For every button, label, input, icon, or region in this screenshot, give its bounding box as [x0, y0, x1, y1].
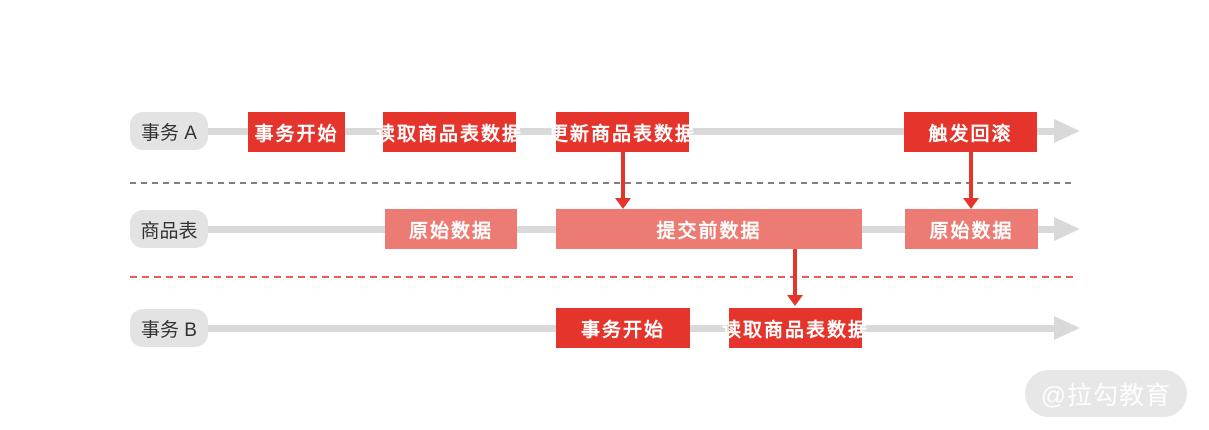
lane-label-product-table: 商品表 [130, 210, 208, 248]
timeline-product-table-arrowhead-icon [1054, 217, 1080, 241]
event-box-txa-read: 读取商品表数据 [376, 112, 521, 152]
arrow-update-to-precommit-head-icon [615, 198, 631, 209]
event-box-txb-read: 读取商品表数据 [722, 308, 867, 348]
event-box-txa-begin: 事务开始 [248, 112, 345, 152]
lane-label-transaction-b: 事务 B [130, 309, 208, 347]
arrow-precommit-to-txb-read-head-icon [787, 295, 803, 306]
timeline-transaction-a-arrowhead-icon [1054, 119, 1080, 143]
event-box-txb-begin: 事务开始 [556, 308, 690, 348]
divider-dashed-red [130, 276, 1075, 278]
arrow-rollback-to-original [969, 152, 973, 198]
arrow-rollback-to-original-head-icon [963, 198, 979, 209]
watermark-badge: @拉勾教育 [1025, 370, 1187, 417]
event-box-txa-rollback: 触发回滚 [904, 112, 1037, 152]
event-box-txa-update: 更新商品表数据 [549, 112, 694, 152]
arrow-precommit-to-txb-read [793, 249, 797, 295]
state-box-precommit-data: 提交前数据 [556, 209, 862, 249]
state-box-original-data-2: 原始数据 [905, 209, 1038, 249]
lane-label-transaction-a: 事务 A [130, 112, 208, 150]
timeline-transaction-b-arrowhead-icon [1054, 316, 1080, 340]
state-box-original-data-1: 原始数据 [385, 209, 517, 249]
arrow-update-to-precommit [621, 152, 625, 198]
divider-dashed-gray [130, 182, 1075, 184]
